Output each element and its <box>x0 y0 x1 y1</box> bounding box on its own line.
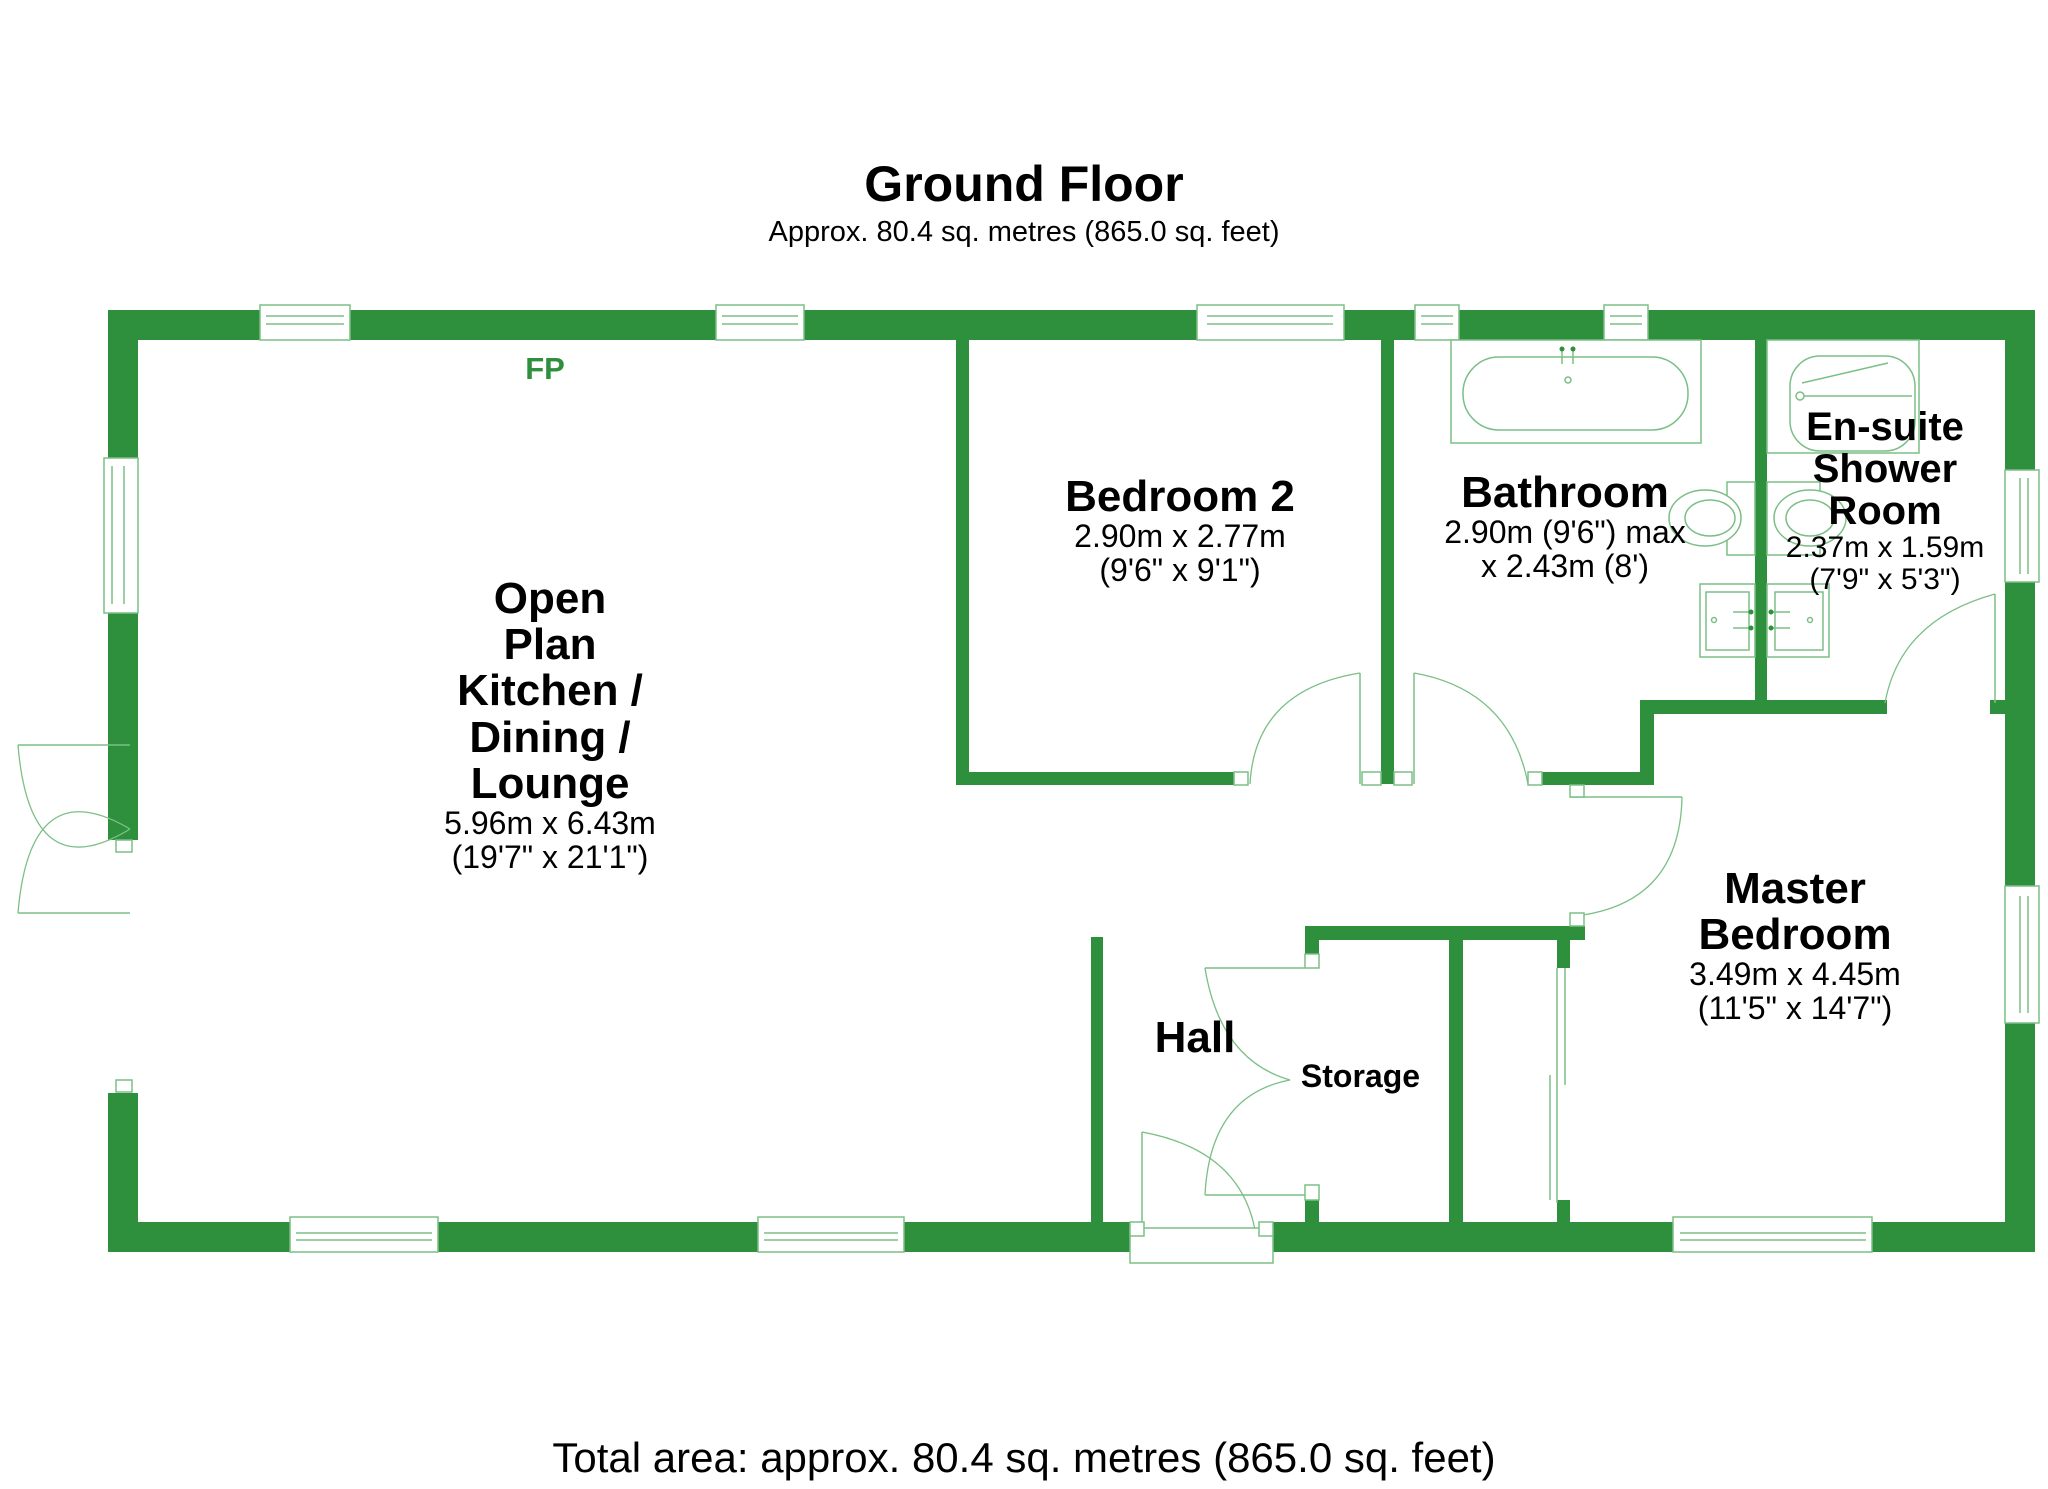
window-right-master <box>2004 885 2040 1024</box>
room-name-line: Storage <box>1300 1058 1421 1094</box>
room-name-line: Bedroom 2 <box>1065 472 1295 521</box>
room-name-line: Lounge <box>470 758 630 808</box>
window-top-3 <box>1196 304 1345 341</box>
window-top-4 <box>1414 304 1460 341</box>
room-label-ensuite: En-suite Shower Room 2.37m x 1.59m (7'9"… <box>1765 406 2005 595</box>
bath-icon <box>1450 339 1702 444</box>
room-dimensions-metric: 2.37m x 1.59m <box>1785 531 1985 564</box>
room-name-line: Open <box>493 574 607 623</box>
toilet-ensuite-icon <box>1766 481 1847 556</box>
toilet-icon <box>1668 481 1756 556</box>
room-dimensions-metric: 5.96m x 6.43m <box>444 804 656 841</box>
room-label-hall: Hall <box>1135 1013 1255 1062</box>
room-name-line: Kitchen / <box>457 666 643 716</box>
room-dimensions-metric: 3.49m x 4.45m <box>1689 956 1901 993</box>
window-bottom-3 <box>1672 1216 1873 1253</box>
room-dimensions-imperial: (19'7" x 21'1") <box>451 838 649 875</box>
doors <box>17 593 1996 1264</box>
door-front <box>1129 1131 1274 1264</box>
ensuite-fixtures <box>1766 339 1920 658</box>
room-name-line: Dining / <box>469 712 631 762</box>
room-name-line: Room <box>1828 489 1942 533</box>
room-dimensions-metric: 2.90m (9'6") max <box>1444 514 1686 551</box>
shower-tray-icon <box>1766 339 1920 454</box>
door-storage <box>1204 953 1320 1201</box>
plan-title-block: Ground Floor Approx. 80.4 sq. metres (86… <box>0 158 2048 247</box>
french-doors <box>17 744 133 1093</box>
door-bathroom <box>1393 672 1543 786</box>
window-bottom-2 <box>757 1216 905 1253</box>
room-name-line: Hall <box>1154 1013 1236 1062</box>
window-top-1 <box>259 304 351 341</box>
room-label-bedroom-2: Bedroom 2 2.90m x 2.77m (9'6" x 9'1") <box>1030 472 1330 588</box>
room-dimensions-imperial: (11'5" x 14'7") <box>1697 989 1893 1026</box>
room-name-line: Plan <box>503 620 597 670</box>
room-label-open-plan: Open Plan Kitchen / Dining / Lounge 5.96… <box>380 574 720 875</box>
room-label-storage: Storage <box>1288 1058 1433 1094</box>
window-top-2 <box>715 304 805 341</box>
room-dimensions-imperial: (7'9" x 5'3") <box>1809 562 1961 596</box>
outer-walls <box>108 310 2035 1252</box>
window-right-ensuite <box>2004 469 2040 583</box>
fireplace-marker: FP <box>525 351 565 386</box>
floor-area-subtitle: Approx. 80.4 sq. metres (865.0 sq. feet) <box>768 215 1280 248</box>
window-left <box>103 457 139 614</box>
floor-title: Ground Floor <box>864 156 1184 212</box>
door-master-bedroom <box>1569 784 1683 927</box>
window-top-5 <box>1603 304 1649 341</box>
basin-icon <box>1699 583 1756 658</box>
room-name-line: Bedroom <box>1698 910 1892 960</box>
room-name-line: Bathroom <box>1461 468 1669 517</box>
room-name-line: En-suite <box>1806 405 1964 449</box>
room-label-bathroom: Bathroom 2.90m (9'6") max x 2.43m (8') <box>1410 468 1720 584</box>
windows <box>103 304 2040 1253</box>
bathroom-fixtures <box>1450 339 1756 658</box>
door-ensuite <box>1884 593 1996 704</box>
room-dimensions-imperial: x 2.43m (8') <box>1481 547 1649 584</box>
room-name-line: Shower <box>1812 447 1958 491</box>
door-bedroom-2 <box>1233 672 1382 786</box>
wardrobe-doors <box>1549 968 1566 1203</box>
room-name-line: Master <box>1724 864 1866 913</box>
room-label-master-bedroom: Master Bedroom 3.49m x 4.45m (11'5" x 14… <box>1640 864 1950 1026</box>
interior-walls <box>956 340 2005 1222</box>
room-dimensions-metric: 2.90m x 2.77m <box>1074 518 1286 555</box>
room-dimensions-imperial: (9'6" x 9'1") <box>1099 551 1261 588</box>
total-area: Total area: approx. 80.4 sq. metres (865… <box>552 1434 1496 1481</box>
window-bottom-1 <box>289 1216 439 1253</box>
basin-ensuite-icon <box>1766 583 1830 658</box>
